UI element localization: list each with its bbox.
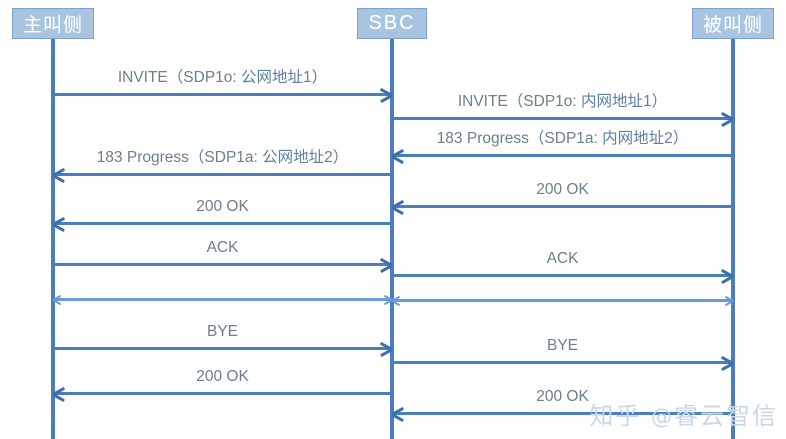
- arrow-line: [392, 205, 733, 208]
- lifeline-caller: [51, 39, 55, 439]
- message-label: 200 OK: [196, 198, 249, 215]
- actor-box-sbc[interactable]: SBC: [357, 8, 427, 39]
- message-label: 183 Progress（SDP1a: 公网地址2）: [96, 149, 349, 166]
- arrow-line: [53, 347, 392, 350]
- message-label: INVITE（SDP1o: 公网地址1）: [117, 69, 328, 86]
- message-label: BYE: [546, 337, 578, 354]
- lifeline-sbc: [390, 39, 394, 439]
- actor-box-callee[interactable]: 被叫侧: [692, 8, 774, 39]
- arrow-line: [53, 392, 392, 395]
- actor-label-callee: 被叫侧: [702, 15, 763, 36]
- message-label: ACK: [206, 239, 239, 256]
- arrow-line: [53, 263, 392, 266]
- actor-box-caller[interactable]: 主叫侧: [12, 8, 94, 39]
- message-label: 200 OK: [196, 368, 249, 385]
- message-label: INVITE（SDP1o: 内网地址1）: [457, 93, 668, 110]
- lifeline-callee: [731, 39, 735, 439]
- actor-label-sbc: SBC: [368, 12, 416, 34]
- arrow-line: [53, 298, 392, 301]
- arrow-line: [392, 154, 733, 157]
- arrow-line: [53, 173, 392, 176]
- arrow-line: [392, 274, 733, 277]
- arrow-line: [53, 93, 392, 96]
- arrow-line: [392, 117, 733, 120]
- arrow-line: [392, 361, 733, 364]
- message-label: 200 OK: [536, 181, 589, 198]
- arrow-line: [53, 222, 392, 225]
- message-label: 200 OK: [536, 388, 589, 405]
- message-label: ACK: [546, 250, 579, 267]
- arrow-line: [392, 299, 733, 302]
- message-label: 183 Progress（SDP1a: 内网地址2）: [436, 130, 689, 147]
- message-label: BYE: [206, 323, 238, 340]
- actor-label-caller: 主叫侧: [22, 15, 83, 36]
- arrow-line: [392, 412, 733, 415]
